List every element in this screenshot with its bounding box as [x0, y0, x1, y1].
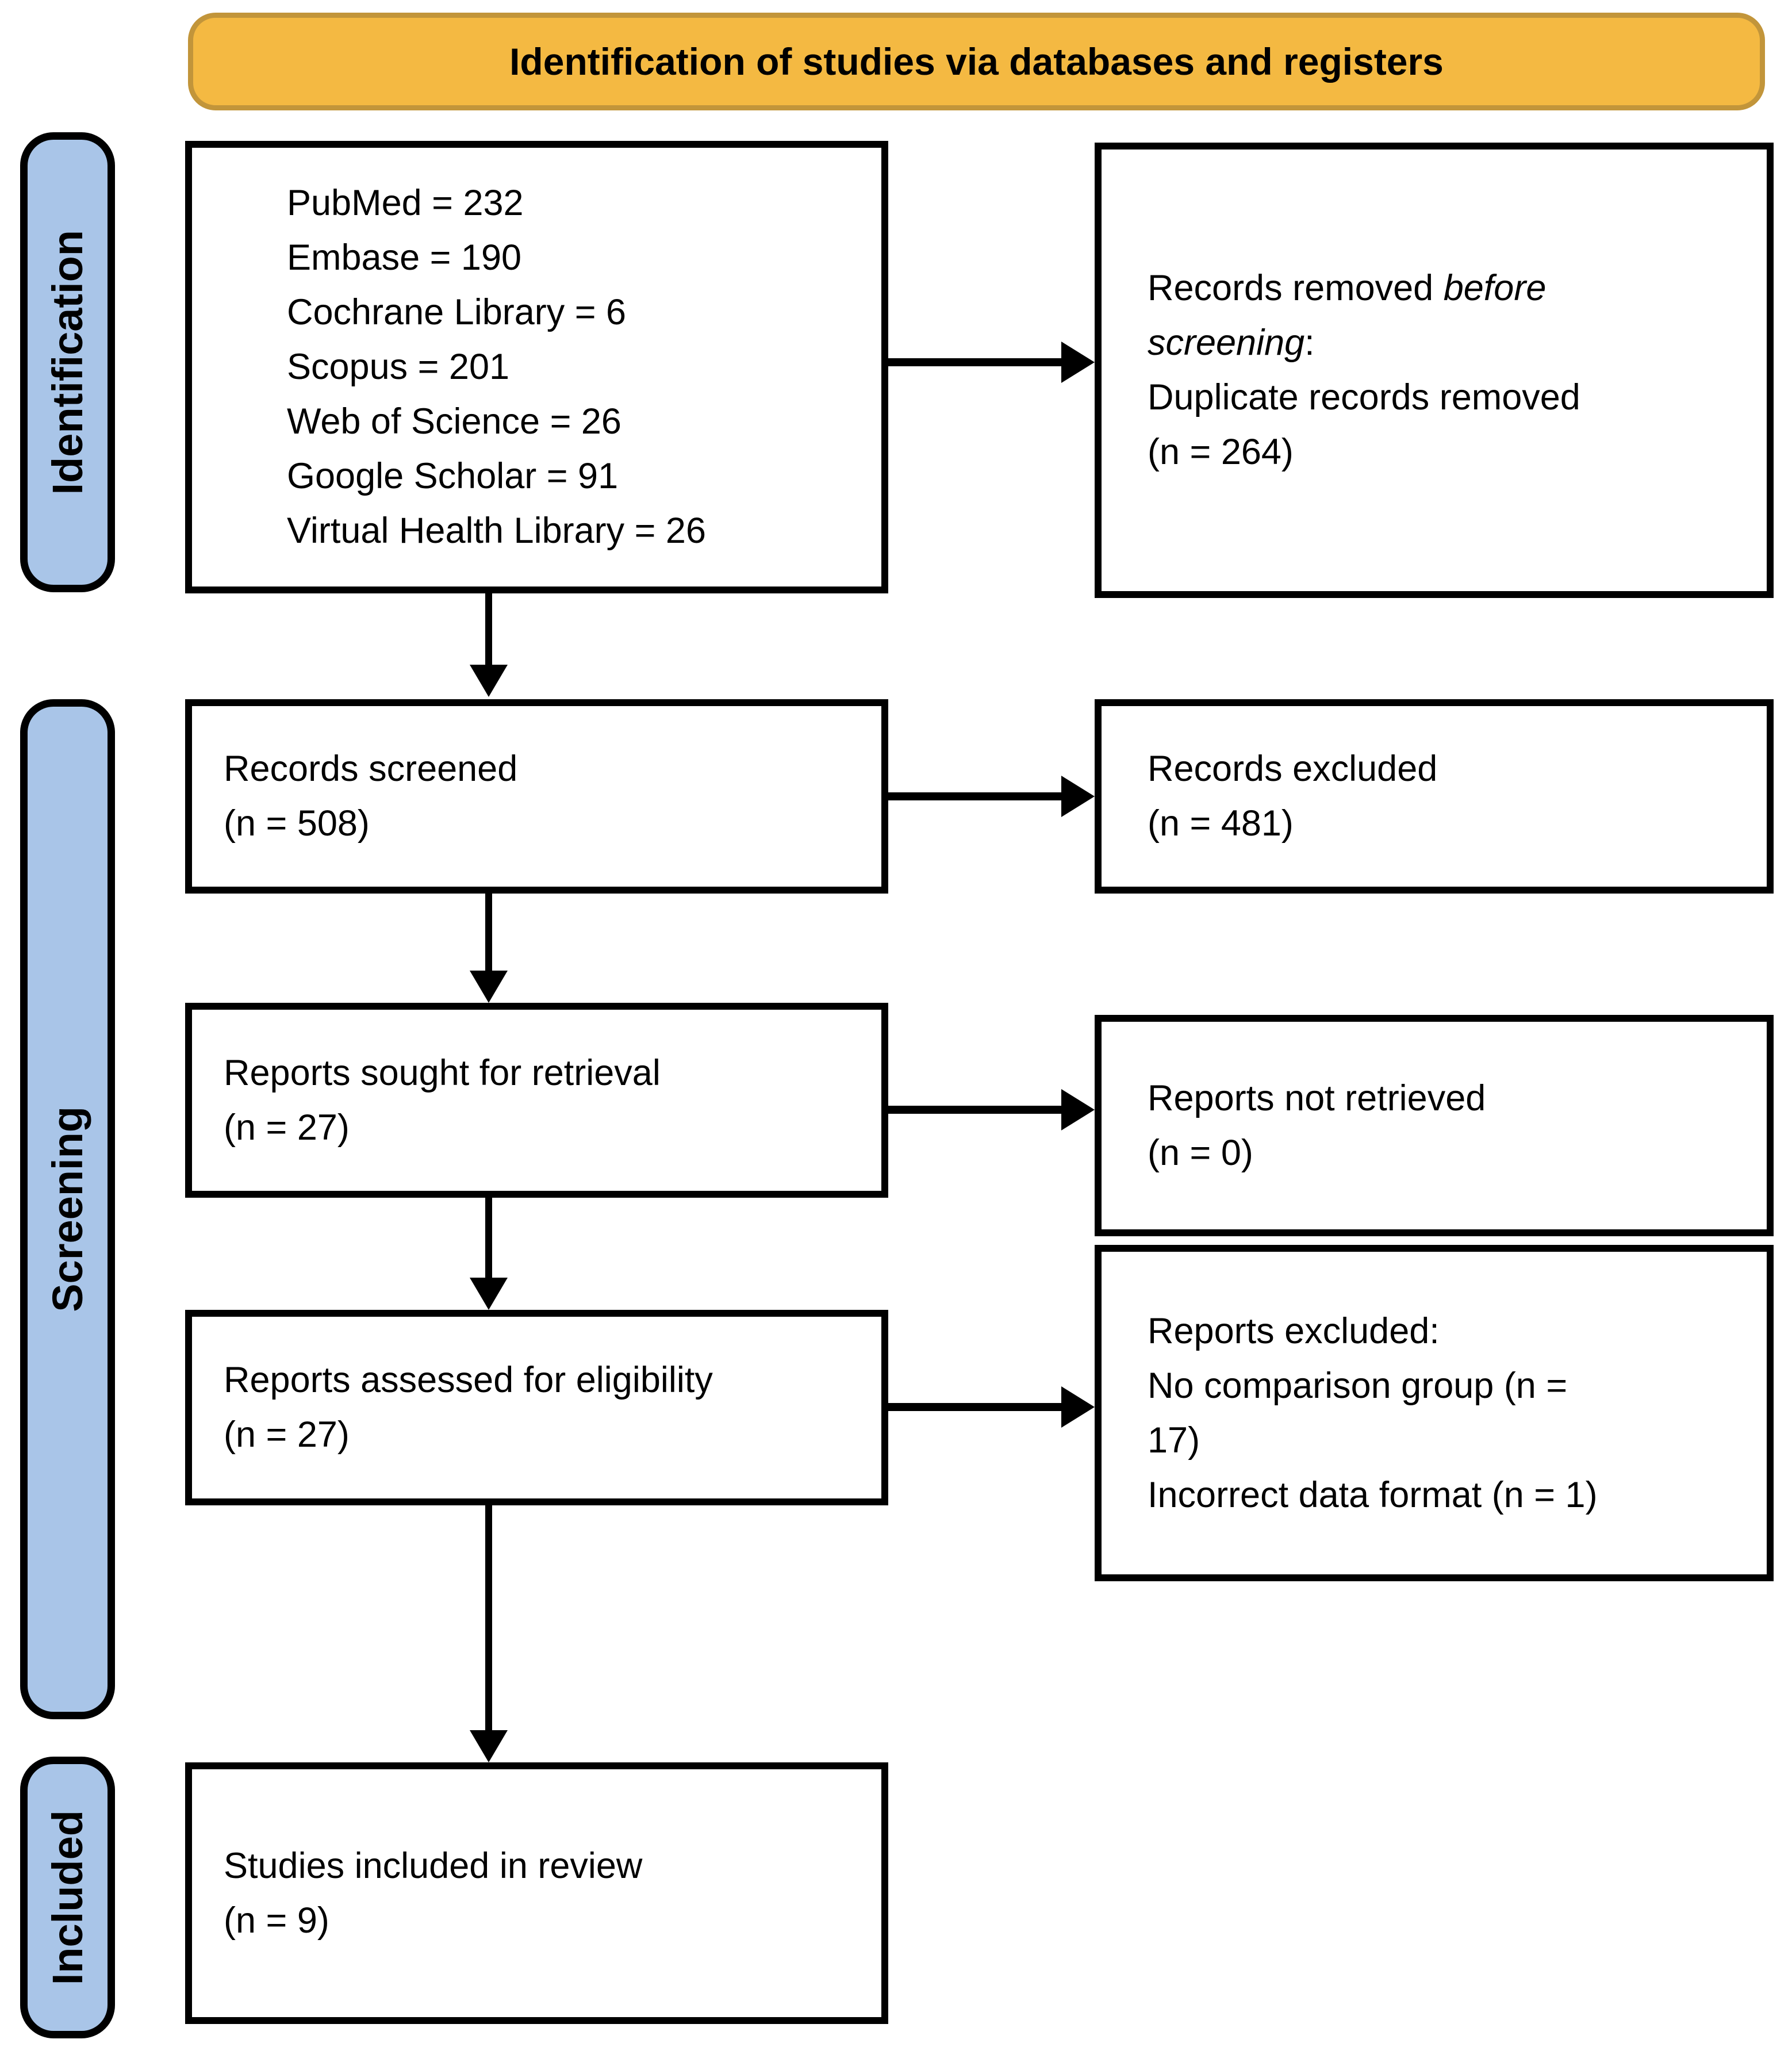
reports-not-retrieved-label: Reports not retrieved [1148, 1078, 1486, 1118]
studies-included-count: (n = 9) [224, 1900, 329, 1941]
reports-excluded-reason: No comparison group (n = 17) [1148, 1365, 1568, 1460]
banner-title: Identification of studies via databases … [509, 40, 1444, 83]
right-arrow-icon [888, 358, 1061, 366]
database-line: Scopus = 201 [287, 347, 510, 387]
box-studies-included: Studies included in review (n = 9) [185, 1762, 888, 2024]
records-removed-count: (n = 264) [1148, 432, 1294, 472]
side-label-included: Included [20, 1757, 115, 2038]
records-removed-label-colon: : [1304, 323, 1315, 363]
records-removed-label: Records removed before screening: [1148, 261, 1584, 370]
down-arrow-icon [485, 894, 492, 971]
box-records-screened: Records screened (n = 508) [185, 699, 888, 894]
down-arrow-icon [485, 593, 492, 665]
database-line: Cochrane Library = 6 [287, 292, 627, 332]
side-label-identification-text: Identification [44, 229, 91, 495]
reports-sought-count: (n = 27) [224, 1107, 350, 1148]
box-reports-not-retrieved: Reports not retrieved (n = 0) [1095, 1015, 1774, 1236]
database-line: PubMed = 232 [287, 183, 524, 223]
database-line: Google Scholar = 91 [287, 456, 619, 496]
box-records-excluded: Records excluded (n = 481) [1095, 699, 1774, 894]
box-records-removed: Records removed before screening: Duplic… [1095, 143, 1774, 598]
records-removed-label-italic: before screening [1148, 268, 1547, 363]
records-screened-label: Records screened [224, 749, 518, 789]
down-arrow-icon [485, 1505, 492, 1730]
side-label-identification: Identification [20, 132, 115, 592]
down-arrow-icon [485, 1198, 492, 1278]
box-reports-assessed: Reports assessed for eligibility (n = 27… [185, 1310, 888, 1505]
records-removed-label-roman: Records removed [1148, 268, 1444, 308]
side-label-screening: Screening [20, 699, 115, 1719]
records-removed-detail: Duplicate records removed [1148, 377, 1580, 417]
reports-sought-label: Reports sought for retrieval [224, 1052, 661, 1093]
records-excluded-label: Records excluded [1148, 749, 1438, 789]
records-excluded-count: (n = 481) [1148, 803, 1294, 844]
records-screened-count: (n = 508) [224, 803, 370, 844]
box-reports-sought: Reports sought for retrieval (n = 27) [185, 1003, 888, 1198]
reports-excluded-label: Reports excluded: [1148, 1310, 1440, 1351]
right-arrow-icon [888, 1403, 1061, 1411]
reports-assessed-count: (n = 27) [224, 1414, 350, 1455]
banner: Identification of studies via databases … [188, 13, 1765, 110]
side-label-screening-text: Screening [44, 1106, 91, 1312]
reports-assessed-label: Reports assessed for eligibility [224, 1360, 713, 1400]
studies-included-label: Studies included in review [224, 1845, 643, 1886]
database-line: Embase = 190 [287, 237, 522, 278]
reports-excluded-reason: Incorrect data format (n = 1) [1148, 1474, 1598, 1515]
box-reports-excluded: Reports excluded: No comparison group (n… [1095, 1245, 1774, 1581]
database-line: Virtual Health Library = 26 [287, 511, 706, 551]
right-arrow-icon [888, 792, 1061, 800]
box-identification-sources: PubMed = 232 Embase = 190 Cochrane Libra… [185, 141, 888, 593]
database-line: Web of Science = 26 [287, 401, 621, 442]
right-arrow-icon [888, 1106, 1061, 1114]
side-label-included-text: Included [44, 1810, 91, 1985]
reports-not-retrieved-count: (n = 0) [1148, 1132, 1253, 1173]
